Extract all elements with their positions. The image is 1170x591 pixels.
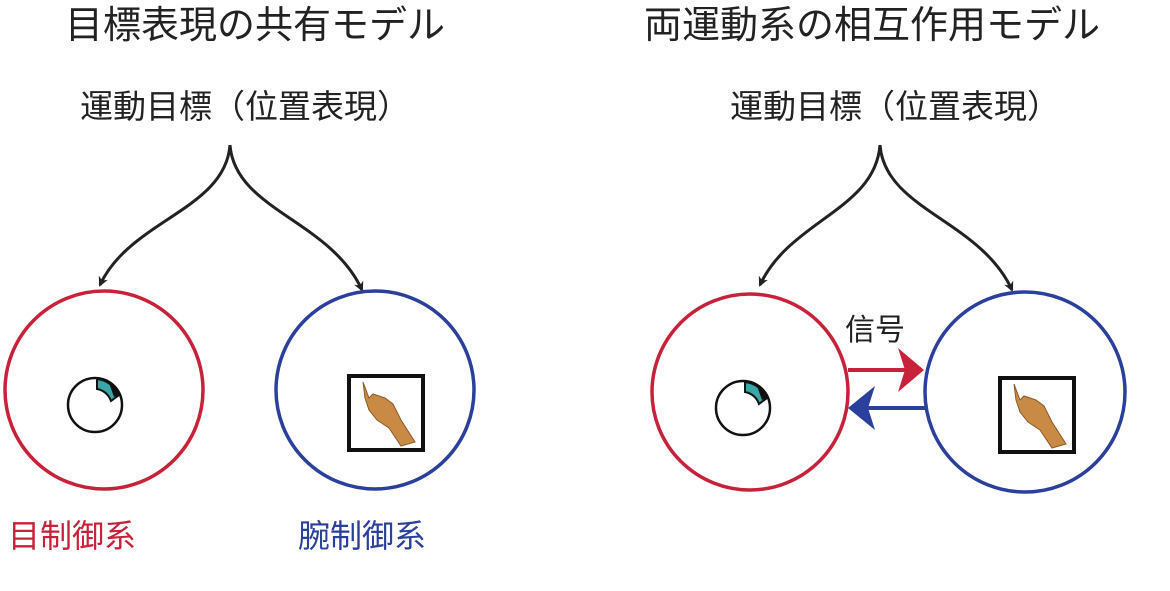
eye-icon: [714, 379, 772, 437]
right-title: 両運動系の相互作用モデル: [644, 3, 1100, 47]
pointing-hand-icon: [998, 376, 1076, 454]
arm-control-label: 腕制御系: [298, 517, 426, 555]
right-arrow-to-eye: [758, 144, 882, 287]
left-arrow-to-eye: [98, 144, 232, 287]
left-title: 目標表現の共有モデル: [65, 3, 445, 47]
signal-arrow-arm-to-eye: [848, 386, 925, 430]
signal-arrow-eye-to-arm: [848, 348, 924, 392]
eye-icon: [66, 376, 124, 434]
left-goal-label: 運動目標（位置表現）: [80, 87, 410, 126]
arm-control-system-circle: [274, 289, 476, 491]
left-arrow-to-arm: [228, 144, 364, 292]
eye-control-system-circle: [3, 289, 205, 491]
signal-label: 信号: [845, 313, 905, 348]
eye-control-label: 目制御系: [8, 517, 136, 555]
arm-control-system-circle: [923, 290, 1127, 494]
right-arrow-to-arm: [878, 144, 1014, 292]
right-panel-interaction-model: 両運動系の相互作用モデル 運動目標（位置表現） 信号: [644, 3, 1127, 494]
eye-control-system-circle: [650, 292, 850, 492]
pointing-hand-icon: [347, 374, 425, 452]
right-goal-label: 運動目標（位置表現）: [730, 87, 1060, 126]
left-panel-shared-model: 目標表現の共有モデル 運動目標（位置表現） 目制御系 腕制御系: [3, 3, 476, 555]
